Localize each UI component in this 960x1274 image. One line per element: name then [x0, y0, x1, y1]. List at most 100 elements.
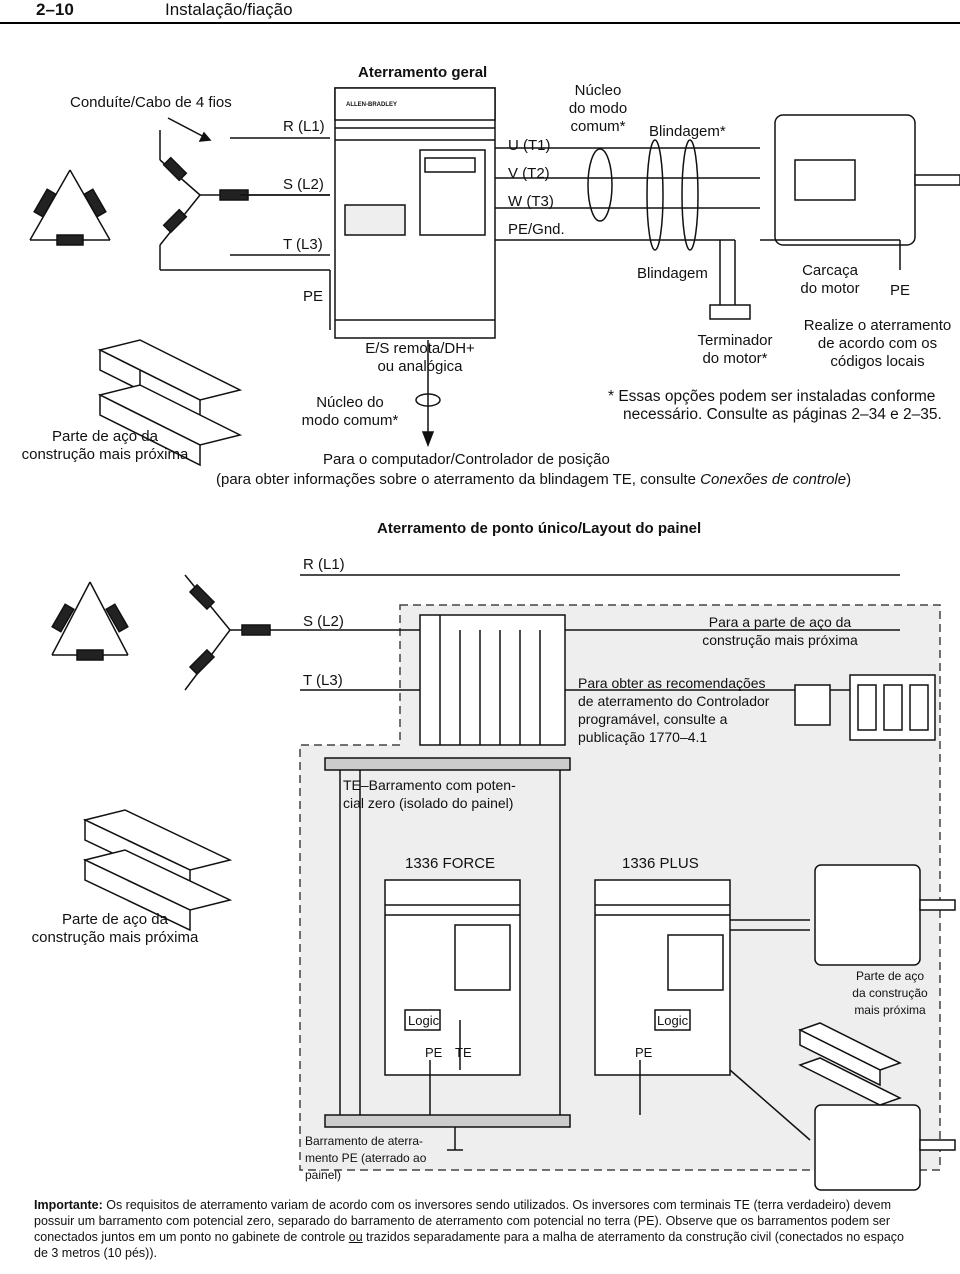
shield-info-prefix: (para obter informações sobre o aterrame…	[216, 471, 701, 488]
conduit-label: Conduíte/Cabo de 4 fios	[70, 94, 232, 111]
line: do motor	[800, 280, 860, 297]
pe-bus-label: Barramento de aterra- mento PE (aterrado…	[305, 1133, 426, 1184]
line: * Essas opções podem ser instaladas conf…	[608, 388, 936, 405]
motor-top	[760, 114, 960, 270]
section-title: Instalação/fiação	[165, 0, 293, 19]
single-point-title: Aterramento de ponto único/Layout do pai…	[377, 520, 702, 537]
to-steel-label: Para a parte de aço da construção mais p…	[695, 613, 865, 649]
u-t1-label: U (T1)	[508, 137, 551, 154]
motor-frame-label: Carcaça do motor	[790, 262, 870, 298]
drive-plus	[594, 879, 731, 1076]
line: mento PE (aterrado ao	[305, 1151, 427, 1165]
line: modo comum*	[301, 412, 399, 429]
delta-transformer	[29, 169, 111, 246]
plc-note: Para obter as recomendações de aterramen…	[578, 674, 769, 746]
core-common-mode-label: Núcleo do modo comum*	[300, 394, 400, 430]
line: Terminador	[697, 332, 773, 349]
steel-beam-top	[97, 339, 243, 467]
line: cial zero (isolado do painel)	[343, 795, 514, 811]
te-bus-label: TE–Barramento com poten- cial zero (isol…	[343, 776, 516, 812]
w-t3-label: W (T3)	[508, 193, 554, 210]
pe-label-force: PE	[425, 1045, 443, 1060]
line: Parte de aço da	[52, 428, 158, 445]
line: painel)	[305, 1168, 342, 1182]
line: códigos locais	[830, 353, 925, 370]
steel-beam-right	[798, 1022, 902, 1106]
shield-star-label: Blindagem*	[649, 123, 726, 140]
shield-info-suffix: )	[846, 471, 852, 488]
steel-building-top-label: Parte de aço da construção mais próxima	[15, 428, 195, 464]
motor-terminator-label: Terminador do motor*	[690, 332, 780, 368]
v-t2-label: V (T2)	[508, 165, 550, 182]
general-ground-title: Aterramento geral	[358, 64, 488, 81]
r-l1-bottom: R (L1)	[303, 556, 345, 573]
pe-label: PE	[303, 288, 324, 305]
r-l1-label: R (L1)	[283, 118, 325, 135]
ground-local-codes-label: Realize o aterramento de acordo com os c…	[795, 317, 960, 371]
steel-beam-bottom	[82, 809, 233, 932]
pe-label-plus: PE	[635, 1045, 653, 1060]
remote-io-label: E/S remota/DH+ ou analógica	[355, 340, 485, 376]
line: publicação 1770–4.1	[578, 729, 708, 745]
motor-pe-label: PE	[890, 282, 911, 299]
control-connections-ref: Conexões de controle	[700, 471, 847, 488]
logic-label-force: Logic	[408, 1013, 440, 1028]
line: Parte de aço	[855, 969, 925, 983]
line: de acordo com os	[817, 335, 938, 352]
pe-gnd-label: PE/Gnd.	[508, 221, 565, 238]
wye-transformer	[159, 130, 330, 246]
note-text-2: trazidos separadamente para a malha de a…	[34, 1230, 904, 1260]
s-l2-bottom: S (L2)	[303, 613, 344, 630]
line: Para obter as recomendações	[578, 675, 766, 691]
to-computer-label: Para o computador/Controlador de posição	[323, 451, 610, 468]
line: construção mais próxima	[21, 446, 189, 463]
line: de aterramento do Controlador	[578, 693, 770, 709]
page-header: 2–10 Instalação/fiação	[0, 0, 960, 24]
line: da construção	[852, 986, 928, 1000]
line: do modo	[568, 100, 628, 117]
drive-top	[334, 87, 496, 339]
page-number: 2–10	[36, 0, 74, 19]
line: Barramento de aterra-	[305, 1134, 424, 1148]
force-label: 1336 FORCE	[405, 855, 496, 872]
line: TE–Barramento com poten-	[343, 777, 516, 793]
drive-brand-top: ALLEN-BRADLEY	[346, 102, 397, 108]
t-l3-bottom: T (L3)	[303, 672, 343, 689]
motor-bottom-2	[814, 1104, 956, 1191]
common-mode-core-label: Núcleo do modo comum*	[567, 82, 629, 136]
plc-rack	[419, 614, 566, 746]
drive-force	[384, 879, 521, 1076]
motor-bottom-1	[814, 864, 956, 966]
plus-label: 1336 PLUS	[622, 855, 699, 872]
line: Núcleo	[574, 82, 622, 99]
line: Realize o aterramento	[803, 317, 952, 334]
line: do motor*	[702, 350, 768, 367]
line: Parte de aço da	[62, 911, 168, 928]
logic-label-plus: Logic	[657, 1013, 689, 1028]
line: necessário. Consulte as páginas 2–34 e 2…	[623, 406, 942, 423]
line: construção mais próxima	[702, 632, 858, 648]
t-l3-label: T (L3)	[283, 236, 323, 253]
shield-label: Blindagem	[637, 265, 708, 282]
delta-transformer-bottom	[51, 581, 129, 661]
line: E/S remota/DH+	[365, 340, 475, 357]
steel-building-bottom-label: Parte de aço da construção mais próxima	[25, 911, 205, 947]
line: Para a parte de aço da	[708, 614, 852, 630]
line: Núcleo do	[316, 394, 384, 411]
line: ou analógica	[377, 358, 463, 375]
note-text: Os requisitos de aterramento variam de a…	[34, 1198, 892, 1244]
line: programável, consulte a	[578, 711, 728, 727]
note-underline: ou	[348, 1230, 363, 1244]
line: comum*	[570, 118, 626, 135]
s-l2-label: S (L2)	[283, 176, 324, 193]
wye-transformer-bottom	[184, 574, 300, 691]
steel-small-label: Parte de aço da construção mais próxima	[845, 968, 935, 1019]
te-label-force: TE	[455, 1045, 472, 1060]
options-note: * Essas opções podem ser instaladas conf…	[608, 388, 942, 424]
line: Carcaça	[802, 262, 858, 279]
important-note: Importante: Os requisitos de aterramento…	[34, 1197, 914, 1261]
shield-info-label: (para obter informações sobre o aterrame…	[216, 471, 851, 489]
note-bold: Importante:	[34, 1198, 103, 1212]
line: mais próxima	[854, 1003, 926, 1017]
